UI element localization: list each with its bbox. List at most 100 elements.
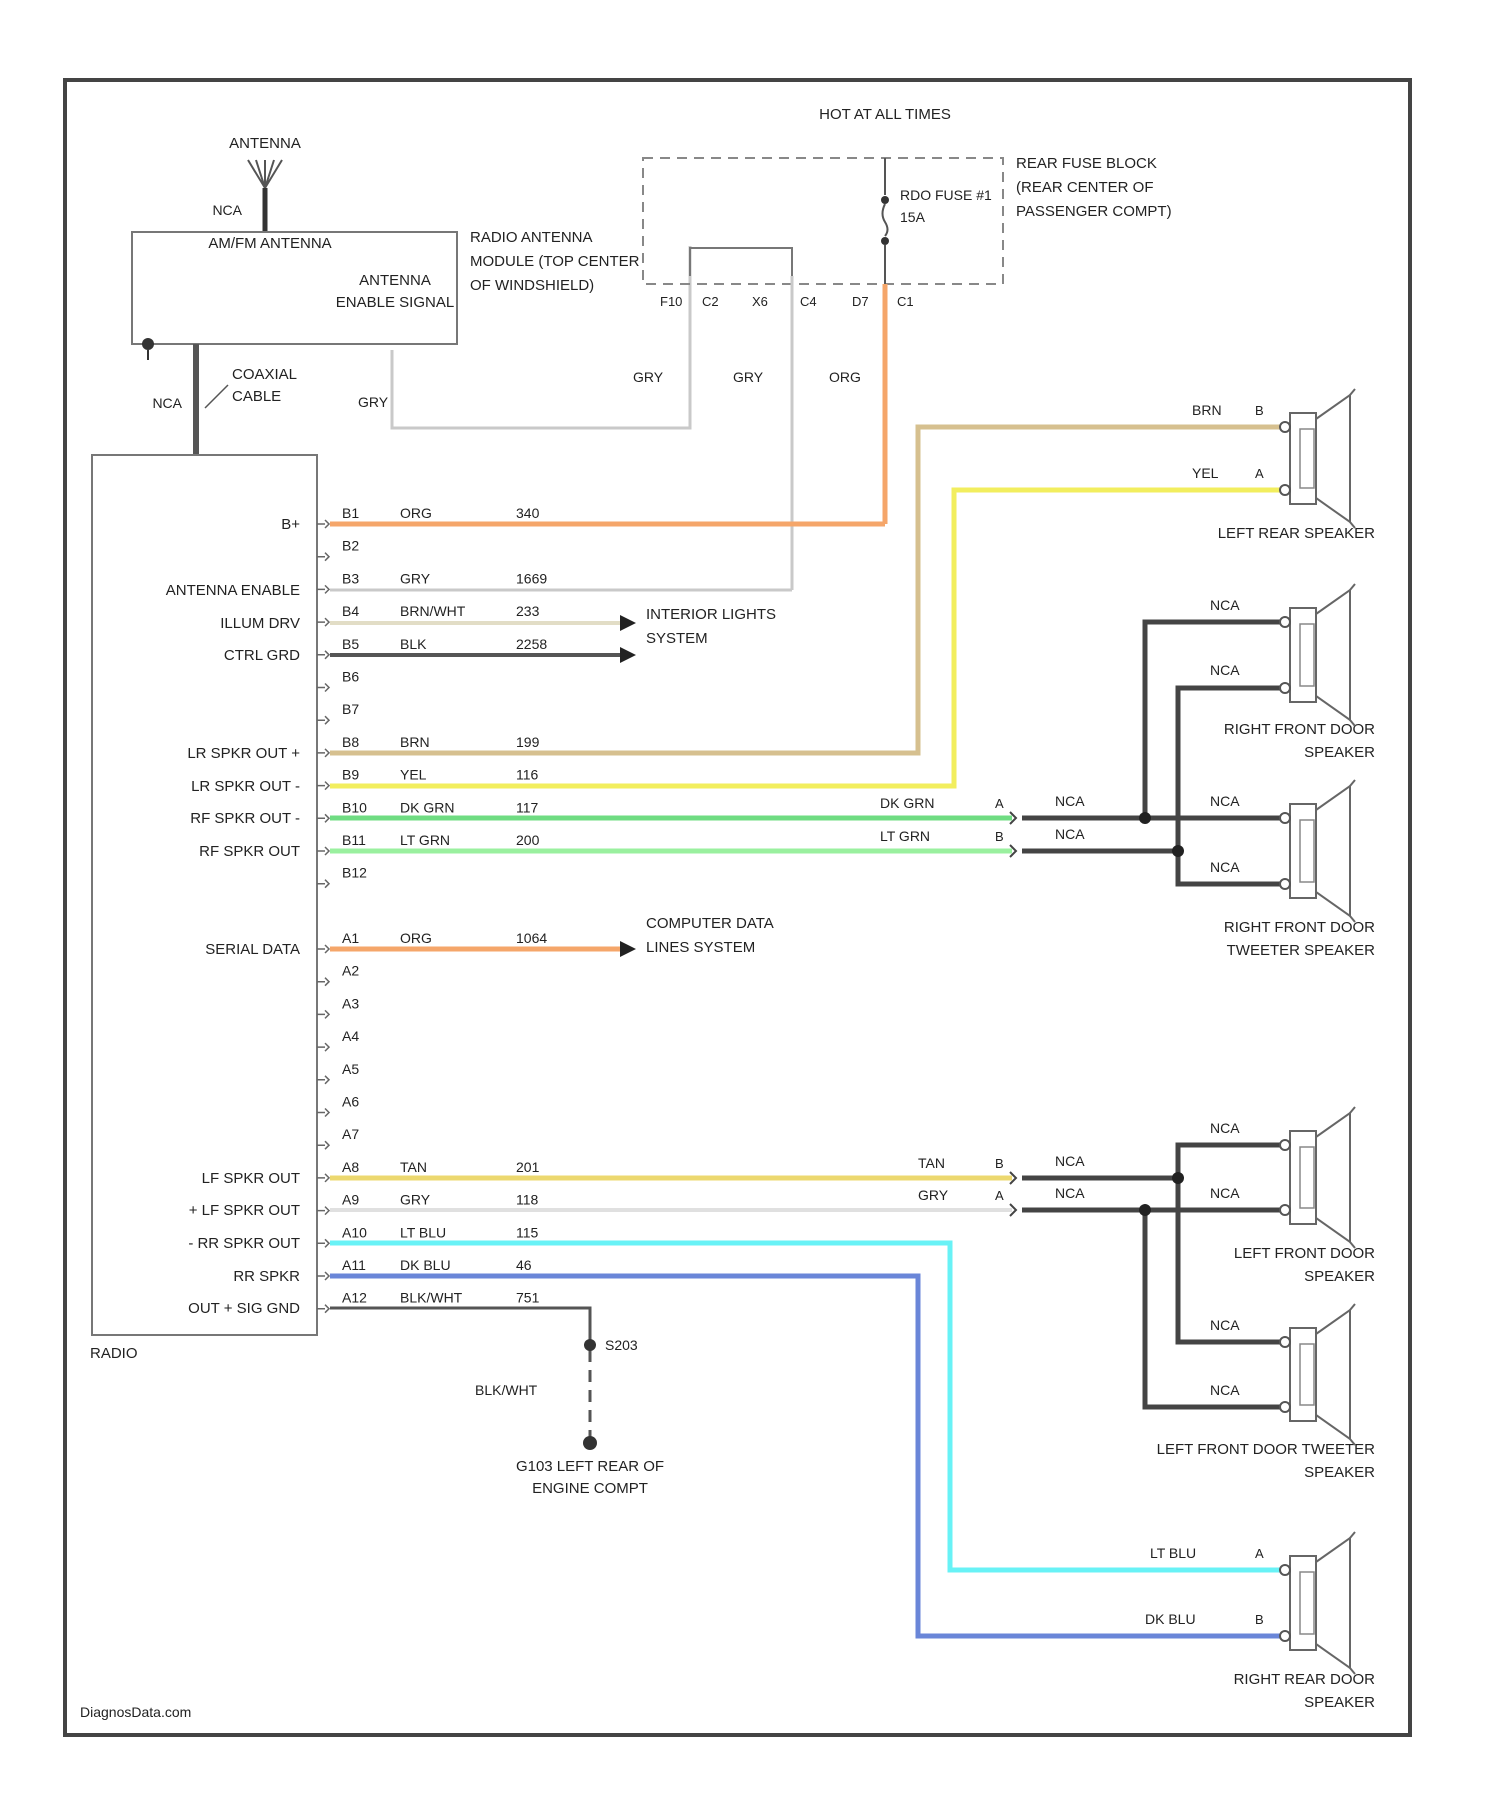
- pin-color: DK GRN: [400, 799, 454, 815]
- splice-dot: [584, 1339, 596, 1351]
- pin-pin: A9: [342, 1192, 359, 1208]
- pin-color: ORG: [400, 505, 432, 521]
- rfd-name: RIGHT FRONT DOOR SPEAKER: [1160, 718, 1375, 764]
- pin-terminal: [317, 1043, 329, 1051]
- rrd-p1: A: [1255, 1546, 1264, 1561]
- fuse-block-jumper: [690, 248, 792, 276]
- rf-conn-w2: LT GRN: [880, 828, 930, 844]
- pin-pin: B2: [342, 538, 359, 554]
- pin-terminal: [317, 1239, 329, 1247]
- pin-terminal: [317, 945, 329, 953]
- radio-terminal-label: RF SPKR OUT: [199, 843, 300, 860]
- lr-p2: A: [1255, 466, 1264, 481]
- rft-w2: NCA: [1210, 859, 1240, 875]
- radio-terminal-label: + LF SPKR OUT: [189, 1202, 300, 1219]
- lft-name: LEFT FRONT DOOR TWEETER SPEAKER: [1150, 1438, 1375, 1484]
- radio-terminal-label: ANTENNA ENABLE: [166, 582, 300, 599]
- pin-terminal: [317, 651, 329, 659]
- enable-wire-color: GRY: [358, 394, 389, 410]
- pin-terminal: [317, 585, 329, 593]
- pin-pin: A11: [342, 1257, 366, 1273]
- radio-pin-rows: B1ORG340B2B3GRY1669B4BRN/WHT233B5BLK2258…: [317, 505, 547, 1313]
- wire-a10: [330, 1243, 1282, 1570]
- pin-terminal: [317, 716, 329, 724]
- pin-pin: B9: [342, 767, 359, 783]
- pin-terminal: [317, 553, 329, 561]
- rrd-name: RIGHT REAR DOOR SPEAKER: [1175, 1668, 1375, 1714]
- lf-conn-w1: TAN: [918, 1155, 945, 1171]
- pin-pin: B10: [342, 799, 367, 815]
- ground-label: G103 LEFT REAR OF ENGINE COMPT: [490, 1456, 690, 1500]
- rrd-p2: B: [1255, 1612, 1264, 1627]
- lf-connector: TAN GRY B A NCA NCA: [918, 1153, 1178, 1216]
- lr-w2: YEL: [1192, 465, 1219, 481]
- pin-circuit: 751: [516, 1290, 540, 1306]
- antenna: ANTENNA NCA: [212, 135, 300, 232]
- speaker-icon: [1280, 389, 1355, 528]
- ground-point: [583, 1436, 597, 1450]
- pin-pin: B4: [342, 603, 359, 619]
- pin-color: BRN/WHT: [400, 603, 466, 619]
- ground-wire-color: BLK/WHT: [475, 1382, 538, 1398]
- pin-circuit: 1669: [516, 570, 547, 586]
- pin-circuit: 200: [516, 832, 540, 848]
- wire-color-gry-2: GRY: [733, 369, 764, 385]
- pin-pin: A5: [342, 1061, 359, 1077]
- pin-terminal: [317, 847, 329, 855]
- antenna-nca: NCA: [212, 202, 242, 218]
- pin-color: GRY: [400, 1192, 431, 1208]
- pin-pin: B3: [342, 570, 359, 586]
- antenna-module: AM/FM ANTENNA ANTENNA ENABLE SIGNAL RADI…: [132, 226, 690, 455]
- pin-circuit: 1064: [516, 930, 547, 946]
- rf-conn-o2: NCA: [1055, 826, 1085, 842]
- pin-pin: B11: [342, 832, 366, 848]
- pin-pin: B8: [342, 734, 359, 750]
- radio-terminal-label: ILLUM DRV: [220, 615, 300, 632]
- radio-terminal-label: - RR SPKR OUT: [188, 1235, 300, 1252]
- speaker-icon: [1280, 1304, 1355, 1445]
- speaker-icon: [1280, 1532, 1355, 1674]
- fuse-pin: D7: [852, 294, 869, 309]
- pin-terminal: [317, 1207, 329, 1215]
- fuse-pin: C2: [702, 294, 719, 309]
- pin-terminal: [317, 1272, 329, 1280]
- fuse-pin: C1: [897, 294, 914, 309]
- lr-p1: B: [1255, 403, 1264, 418]
- rft-w1: NCA: [1210, 793, 1240, 809]
- radio-terminal-label: OUT + SIG GND: [188, 1300, 300, 1317]
- arrows: INTERIOR LIGHTS SYSTEM COMPUTER DATA LIN…: [620, 603, 776, 987]
- pin-terminal: [317, 978, 329, 986]
- radio-terminal-label: SERIAL DATA: [205, 941, 300, 958]
- pin-terminal: [317, 782, 329, 790]
- pin-pin: A6: [342, 1094, 359, 1110]
- pin-pin: A4: [342, 1028, 359, 1044]
- rrd-w2: DK BLU: [1145, 1611, 1196, 1627]
- lf-conn-p1: B: [995, 1156, 1004, 1171]
- lfd-name: LEFT FRONT DOOR SPEAKER: [1170, 1242, 1375, 1288]
- speakers: BRN B YEL A LEFT REAR SPEAKER NCA NCA RI…: [1145, 389, 1375, 1720]
- pin-circuit: 201: [516, 1159, 540, 1175]
- rf-conn-p2: B: [995, 829, 1004, 844]
- antenna-enable-label: ANTENNA ENABLE SIGNAL: [335, 270, 455, 314]
- radio-terminal-label: B+: [281, 516, 300, 533]
- splice-label: S203: [605, 1337, 638, 1353]
- coax-nca: NCA: [152, 395, 182, 411]
- pin-pin: B7: [342, 701, 359, 717]
- pin-circuit: 340: [516, 505, 540, 521]
- hot-at-all-times: HOT AT ALL TIMES: [810, 104, 960, 126]
- ground: S203 BLK/WHT G103 LEFT REAR OF ENGINE CO…: [475, 1337, 690, 1531]
- wire-a11: [330, 1276, 1282, 1636]
- radio-terminal-label: RF SPKR OUT -: [190, 810, 300, 827]
- pin-terminal: [317, 1141, 329, 1149]
- pin-terminal: [317, 880, 329, 888]
- pin-pin: B1: [342, 505, 359, 521]
- lf-conn-p2: A: [995, 1188, 1004, 1203]
- lft-w1: NCA: [1210, 1317, 1240, 1333]
- lf-conn-o2: NCA: [1055, 1185, 1085, 1201]
- arrow-icon: [620, 615, 636, 631]
- pin-terminal: [317, 749, 329, 757]
- speaker-icon: [1280, 584, 1355, 726]
- pin-pin: A2: [342, 963, 359, 979]
